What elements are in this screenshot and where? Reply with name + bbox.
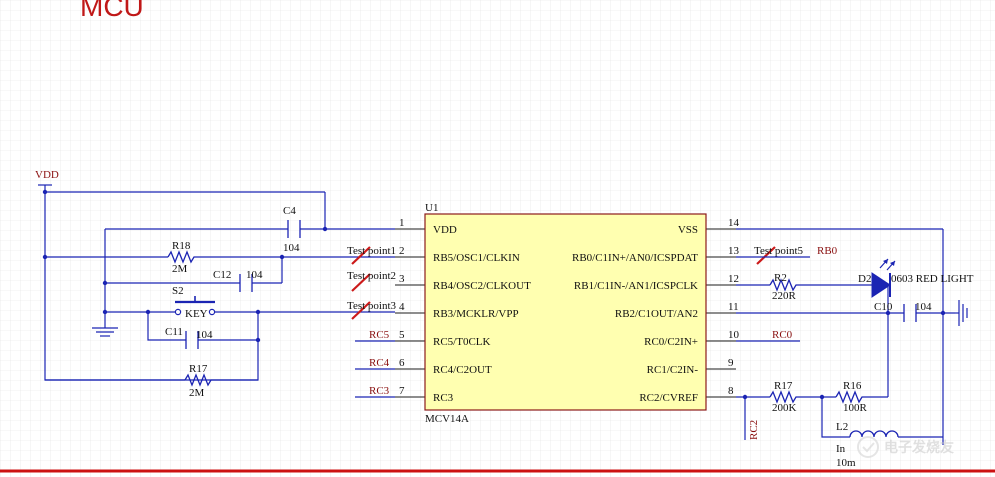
net-rc5: RC5 xyxy=(369,329,390,341)
right-junctions xyxy=(742,310,946,400)
watermark-logo-icon: 电子发烧友 xyxy=(857,436,954,458)
ic-right-pin-name: RB1/C1IN-/AN1/ICSPCLK xyxy=(574,280,698,292)
resistor-r2: R2 220R xyxy=(769,272,798,302)
vdd-label: VDD xyxy=(35,169,59,181)
ic-right-pin-name: RC0/C2IN+ xyxy=(644,336,698,348)
net-rc4: RC4 xyxy=(369,357,390,369)
ic-right-pin-name: RB2/C1OUT/AN2 xyxy=(615,308,698,320)
ic-left-pin-number: 2 xyxy=(399,245,405,257)
ic-left-pin-name: RB3/MCKLR/VPP xyxy=(433,308,519,320)
test-point-5-label: Test point5 xyxy=(754,245,804,257)
ic-left-pin-name: RB4/OSC2/CLKOUT xyxy=(433,280,531,292)
ic-left-pin-names: VDD RB5/OSC1/CLKIN RB4/OSC2/CLKOUT RB3/MCKL… xyxy=(433,224,531,404)
net-rc2: RC2 xyxy=(748,420,760,440)
ic-left-pin-number: 6 xyxy=(399,357,405,369)
r16-ref: R16 xyxy=(843,380,862,392)
r2-value: 220R xyxy=(772,290,797,302)
ic-part-number: MCV14A xyxy=(425,413,469,425)
capacitor-c12: C12 104 xyxy=(213,269,263,292)
test-point-2-label: Test point2 xyxy=(347,270,396,282)
resistor-r16: R16 100R xyxy=(835,380,868,414)
s2-ref: S2 xyxy=(172,285,184,297)
left-junctions xyxy=(42,189,328,343)
ic-right-pin-number: 8 xyxy=(728,385,734,397)
ic-right-pin-name: RB0/C1IN+/AN0/ICSPDAT xyxy=(572,252,698,264)
net-rb0: RB0 xyxy=(817,245,838,257)
ic-left-pin-number: 7 xyxy=(399,385,405,397)
test-point-3-label: Test point3 xyxy=(347,300,397,312)
ic-right-pin-name: RC2/CVREF xyxy=(639,392,698,404)
d2-ref: D2 xyxy=(858,273,871,285)
ic-body xyxy=(424,213,707,411)
ic-left-pin-number: 5 xyxy=(399,329,405,341)
r18-value: 2M xyxy=(172,263,188,275)
ic-right-pin-name: VSS xyxy=(678,224,698,236)
c4-ref: C4 xyxy=(283,205,296,217)
resistor-r17-left: R17 2M xyxy=(184,363,213,399)
r17-right-value: 200K xyxy=(772,402,797,414)
ic-left-pin-name: RC4/C2OUT xyxy=(433,364,492,376)
r2-ref: R2 xyxy=(774,272,787,284)
l2-value-line2: 10m xyxy=(836,457,856,469)
c12-value: 104 xyxy=(246,269,263,281)
ic-right-pin-names: VSS RB0/C1IN+/AN0/ICSPDAT RB1/C1IN-/AN1/IC… xyxy=(572,224,698,404)
capacitor-c11: C11 104 xyxy=(165,326,213,349)
c10-value: 104 xyxy=(915,301,932,313)
test-point-1-label: Test point1 xyxy=(347,245,396,257)
c11-ref: C11 xyxy=(165,326,183,338)
resistor-r18: R18 2M xyxy=(167,240,196,275)
test-point-markers xyxy=(351,246,776,320)
left-wiring xyxy=(44,191,395,398)
capacitor-c10: C10 104 xyxy=(874,301,932,322)
r17-left-ref: R17 xyxy=(189,363,208,375)
r17-right-ref: R17 xyxy=(774,380,793,392)
ic-left-pin-name: RC5/T0CLK xyxy=(433,336,491,348)
r17-left-value: 2M xyxy=(189,387,205,399)
r16-value: 100R xyxy=(843,402,868,414)
c4-value: 104 xyxy=(283,242,300,254)
ic-right-pin-number: 14 xyxy=(728,217,740,229)
ic-left-pin-name: RB5/OSC1/CLKIN xyxy=(433,252,520,264)
ic-right-pin-number: 10 xyxy=(728,329,740,341)
ic-right-pin-number: 13 xyxy=(728,245,740,257)
resistor-r17-right: R17 200K xyxy=(769,380,798,414)
ic-left-pin-number: 1 xyxy=(399,217,405,229)
led-diode-icon xyxy=(871,272,891,298)
net-rc3: RC3 xyxy=(369,385,390,397)
right-wiring xyxy=(736,228,955,445)
ic-right-pin-number: 12 xyxy=(728,273,739,285)
net-rc0: RC0 xyxy=(772,329,793,341)
capacitor-c4: C4 104 xyxy=(283,205,301,254)
led-d2: D2 0603 RED LIGHT xyxy=(858,258,974,298)
ic-left-pin-number: 3 xyxy=(399,273,405,285)
inductor-l2: L2 In 10m xyxy=(836,421,899,469)
ic-right-pin-name: RC1/C2IN- xyxy=(647,364,699,376)
l2-ref: L2 xyxy=(836,421,848,433)
ic-left-pin-name: RC3 xyxy=(433,392,454,404)
vdd-power-port: VDD xyxy=(35,169,59,192)
switch-s2: S2 KEY xyxy=(172,285,216,320)
l2-value-line1: In xyxy=(836,443,846,455)
ic-right-pin-number: 11 xyxy=(728,301,739,313)
ic-u1: U1 MCV14A VDD RB5/OSC1/CLKIN RB4/OSC2/CLKO… xyxy=(424,202,707,425)
svg-text:电子发烧友: 电子发烧友 xyxy=(884,439,954,455)
c10-ref: C10 xyxy=(874,301,893,313)
ic-designator: U1 xyxy=(425,202,438,214)
r18-ref: R18 xyxy=(172,240,191,252)
c12-ref: C12 xyxy=(213,269,231,281)
sheet-title: MCU xyxy=(80,0,144,22)
ic-left-pin-number: 4 xyxy=(399,301,405,313)
ground-symbol-left xyxy=(92,325,118,337)
ground-symbol-right xyxy=(955,300,968,326)
s2-value: KEY xyxy=(185,308,208,320)
ic-left-pin-name: VDD xyxy=(433,224,457,236)
ic-right-pin-number: 9 xyxy=(728,357,734,369)
d2-value: 0603 RED LIGHT xyxy=(891,273,974,285)
c11-value: 104 xyxy=(196,329,213,341)
